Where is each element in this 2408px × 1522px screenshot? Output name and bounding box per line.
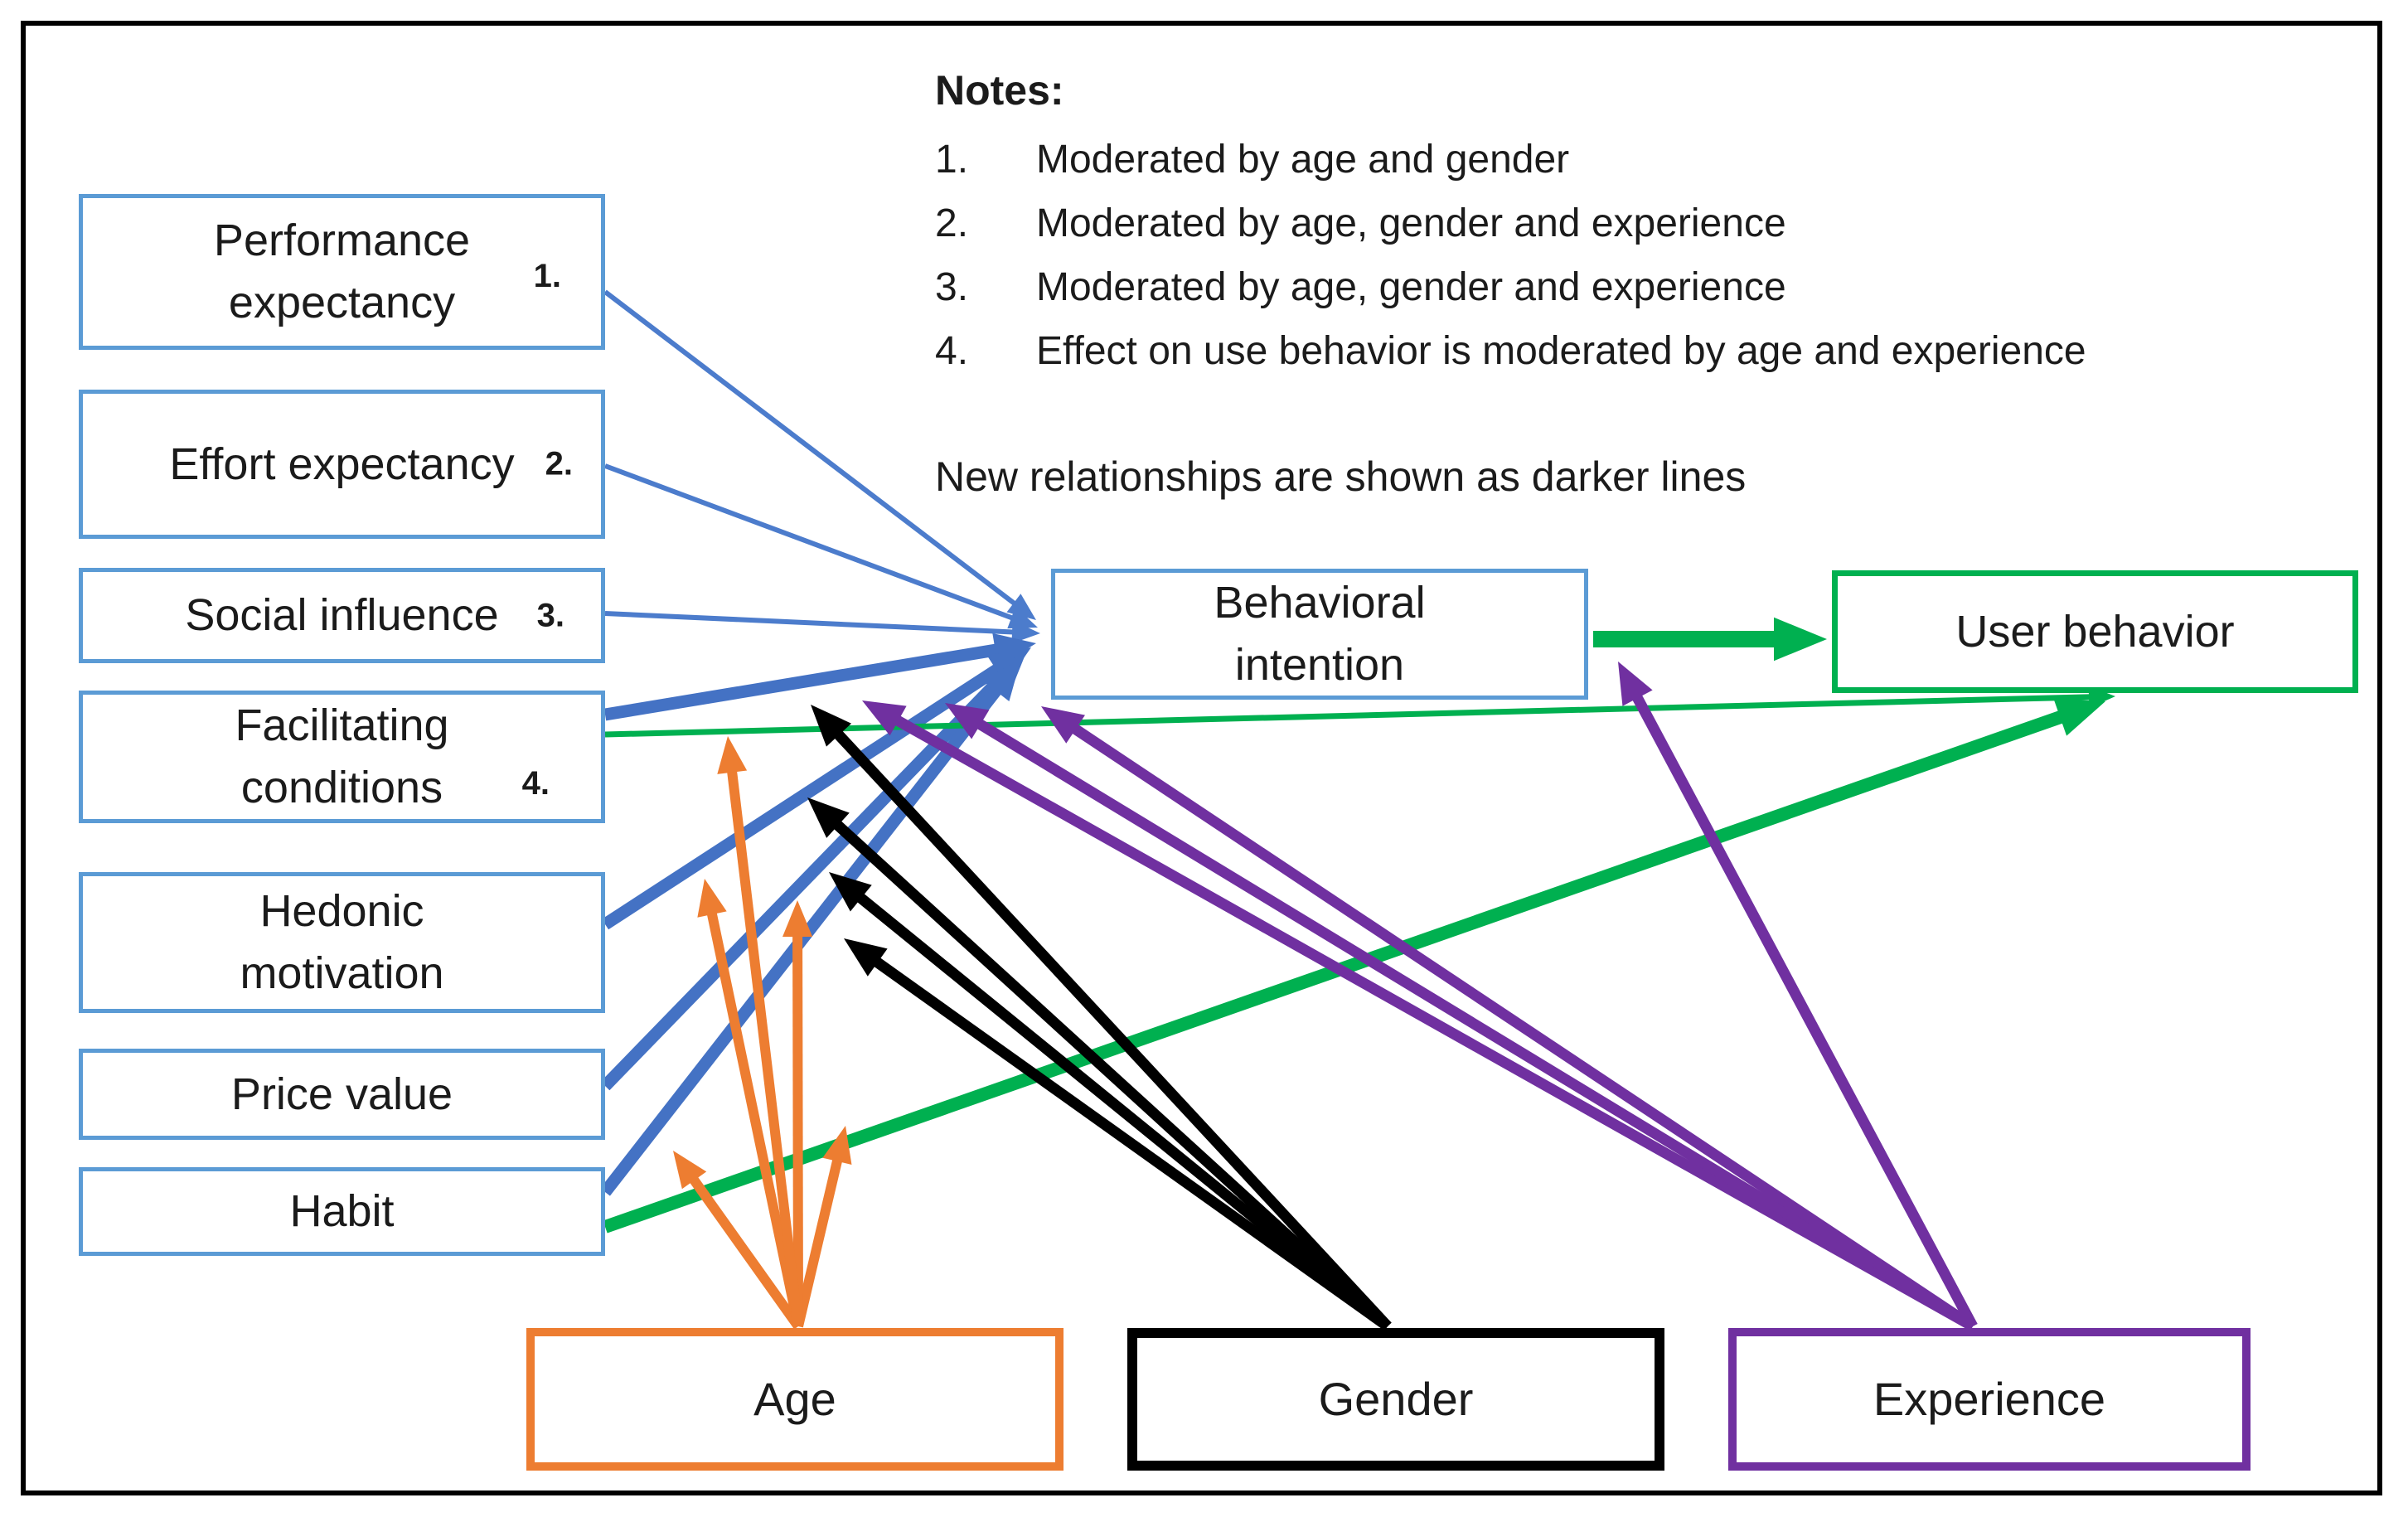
note-number: 4.: [935, 329, 969, 373]
box-price-value: Price value: [79, 1049, 605, 1140]
outer-border: [21, 21, 2382, 1495]
note-number: 2.: [935, 201, 969, 245]
note-item: 2. Moderated by age, gender and experien…: [935, 203, 2303, 245]
note-item: 4. Effect on use behavior is moderated b…: [935, 331, 2303, 372]
notes-title: Notes:: [935, 67, 1064, 114]
box-gender: Gender: [1127, 1328, 1664, 1471]
user-behavior-label: User behavior: [1955, 606, 2235, 657]
note-text: Moderated by age, gender and experience: [1036, 265, 1786, 309]
box-user-behavior: User behavior: [1832, 570, 2358, 693]
price-value-label: Price value: [230, 1069, 453, 1119]
note-number: 3.: [935, 265, 969, 309]
note-item: 3. Moderated by age, gender and experien…: [935, 267, 2303, 308]
gender-label: Gender: [1318, 1373, 1474, 1426]
box-hedonic-motivation: Hedonic motivation: [79, 872, 605, 1013]
effort-expectancy-label: Effort expectancy: [169, 439, 515, 489]
note-number: 1.: [935, 138, 969, 182]
note-text: Moderated by age, gender and experience: [1036, 201, 1786, 245]
facilitating-conditions-label: Facilitating conditions: [235, 700, 449, 812]
social-influence-label: Social influence: [185, 590, 499, 641]
performance-expectancy-label: Performance expectancy: [213, 216, 471, 327]
behavioral-intention-label: Behavioral intention: [1214, 578, 1426, 690]
box-effort-expectancy: Effort expectancy 2.: [79, 390, 605, 539]
note-text: Effect on use behavior is moderated by a…: [1036, 329, 2086, 373]
box-habit: Habit: [79, 1167, 605, 1256]
legend-text: New relationships are shown as darker li…: [935, 453, 1747, 500]
box-behavioral-intention: Behavioral intention: [1051, 569, 1588, 700]
habit-label: Habit: [289, 1186, 395, 1237]
box-facilitating-conditions: Facilitating conditions 4.: [79, 691, 605, 823]
notes-block: Notes: 1. Moderated by age and gender 2.…: [935, 66, 2303, 395]
box-social-influence: Social influence 3.: [79, 568, 605, 663]
effort-expectancy-note-number: 2.: [545, 445, 573, 482]
experience-label: Experience: [1873, 1373, 2106, 1426]
box-experience: Experience: [1728, 1328, 2251, 1471]
box-performance-expectancy: Performance expectancy 1.: [79, 194, 605, 350]
box-age: Age: [526, 1328, 1063, 1471]
performance-expectancy-note-number: 1.: [533, 257, 561, 294]
facilitating-conditions-note-number: 4.: [521, 765, 550, 802]
hedonic-motivation-label: Hedonic motivation: [240, 886, 444, 998]
age-label: Age: [753, 1373, 836, 1426]
note-text: Moderated by age and gender: [1036, 138, 1570, 182]
note-item: 1. Moderated by age and gender: [935, 139, 2303, 181]
social-influence-note-number: 3.: [536, 597, 564, 633]
